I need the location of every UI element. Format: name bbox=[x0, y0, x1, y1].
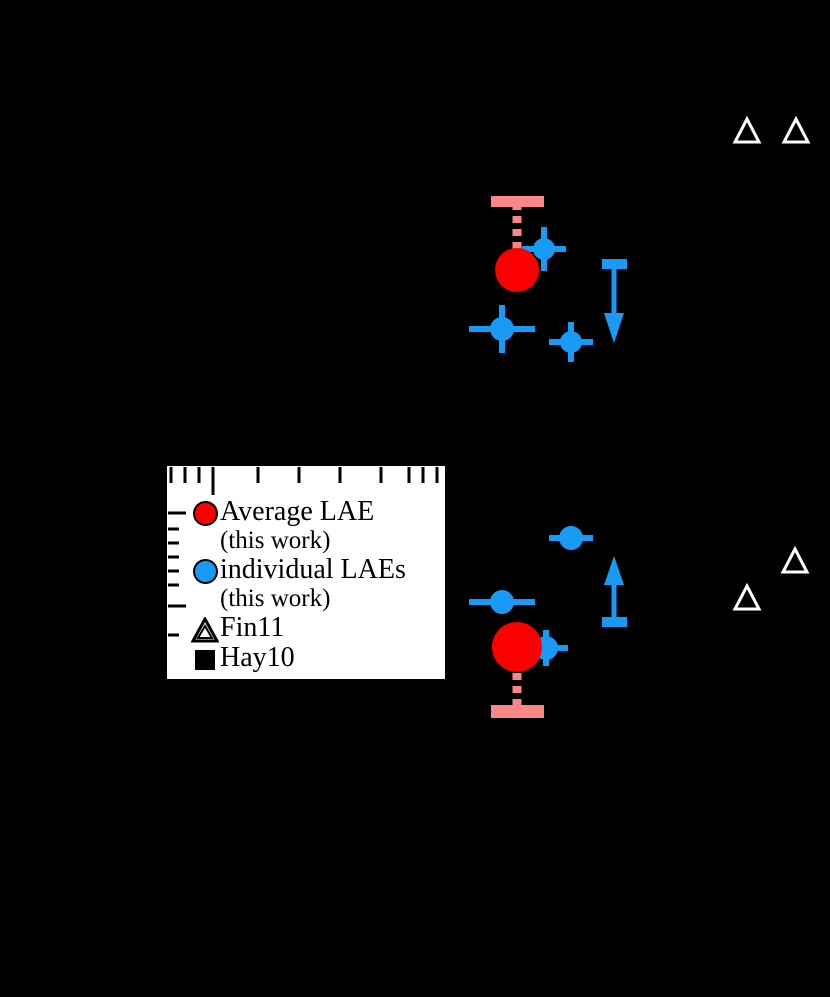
average-lae-errorbar-lower bbox=[491, 647, 544, 718]
black-square-icon bbox=[190, 643, 220, 673]
plot-legend: Average LAE (this work) individual LAEs … bbox=[167, 466, 445, 679]
upper-limit-arrow bbox=[602, 259, 627, 343]
individual-lae-point-l2 bbox=[469, 590, 535, 614]
average-lae-marker-lower bbox=[492, 622, 542, 672]
legend-entry-sublabel-individual-laes: (this work) bbox=[220, 585, 331, 612]
legend-underlying-axis-ticks bbox=[168, 467, 439, 637]
fin11-triangle-2 bbox=[781, 115, 811, 144]
average-lae-marker-upper bbox=[495, 248, 539, 292]
individual-lae-point-u2 bbox=[469, 305, 535, 353]
individual-lae-point-u3 bbox=[549, 322, 593, 362]
legend-entry-label: Hay10 bbox=[220, 642, 295, 673]
fin11-triangle-1 bbox=[732, 115, 762, 144]
legend-entry-average-lae: Average LAE bbox=[190, 497, 374, 527]
individual-lae-point-l1 bbox=[549, 526, 593, 550]
fin11-triangle-3 bbox=[780, 545, 810, 574]
lower-limit-arrow bbox=[602, 556, 627, 627]
legend-entry-individual-laes: individual LAEs bbox=[190, 555, 406, 585]
blue-circle-icon bbox=[190, 555, 220, 585]
fin11-triangle-4 bbox=[732, 582, 762, 611]
red-circle-icon bbox=[190, 497, 220, 527]
legend-entry-label: Average LAE bbox=[220, 496, 375, 527]
legend-entry-fin11: Fin11 bbox=[190, 613, 284, 643]
legend-entry-label: individual LAEs bbox=[220, 554, 406, 585]
open-triangle-icon bbox=[190, 613, 220, 643]
legend-entry-sublabel-average-lae: (this work) bbox=[220, 527, 331, 554]
legend-entry-label: Fin11 bbox=[220, 612, 285, 643]
legend-entry-hay10: Hay10 bbox=[190, 643, 295, 673]
individual-lae-point-u1 bbox=[522, 227, 566, 271]
